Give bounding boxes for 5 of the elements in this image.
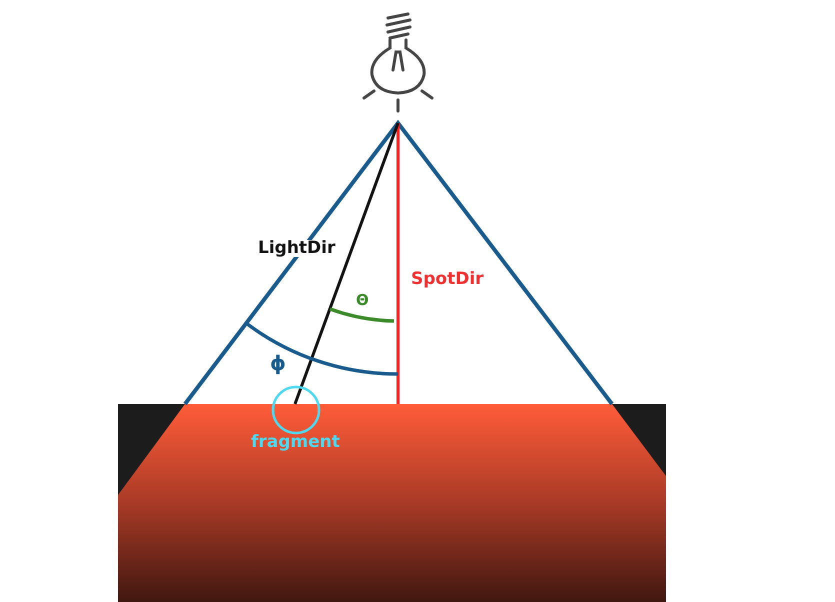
point-label: fragment — [251, 434, 340, 451]
angle-label: Θ — [356, 293, 369, 308]
vector-label: LightDir — [258, 240, 336, 257]
vector-label: SpotDir — [411, 271, 484, 288]
angle-label: ϕ — [270, 353, 286, 373]
